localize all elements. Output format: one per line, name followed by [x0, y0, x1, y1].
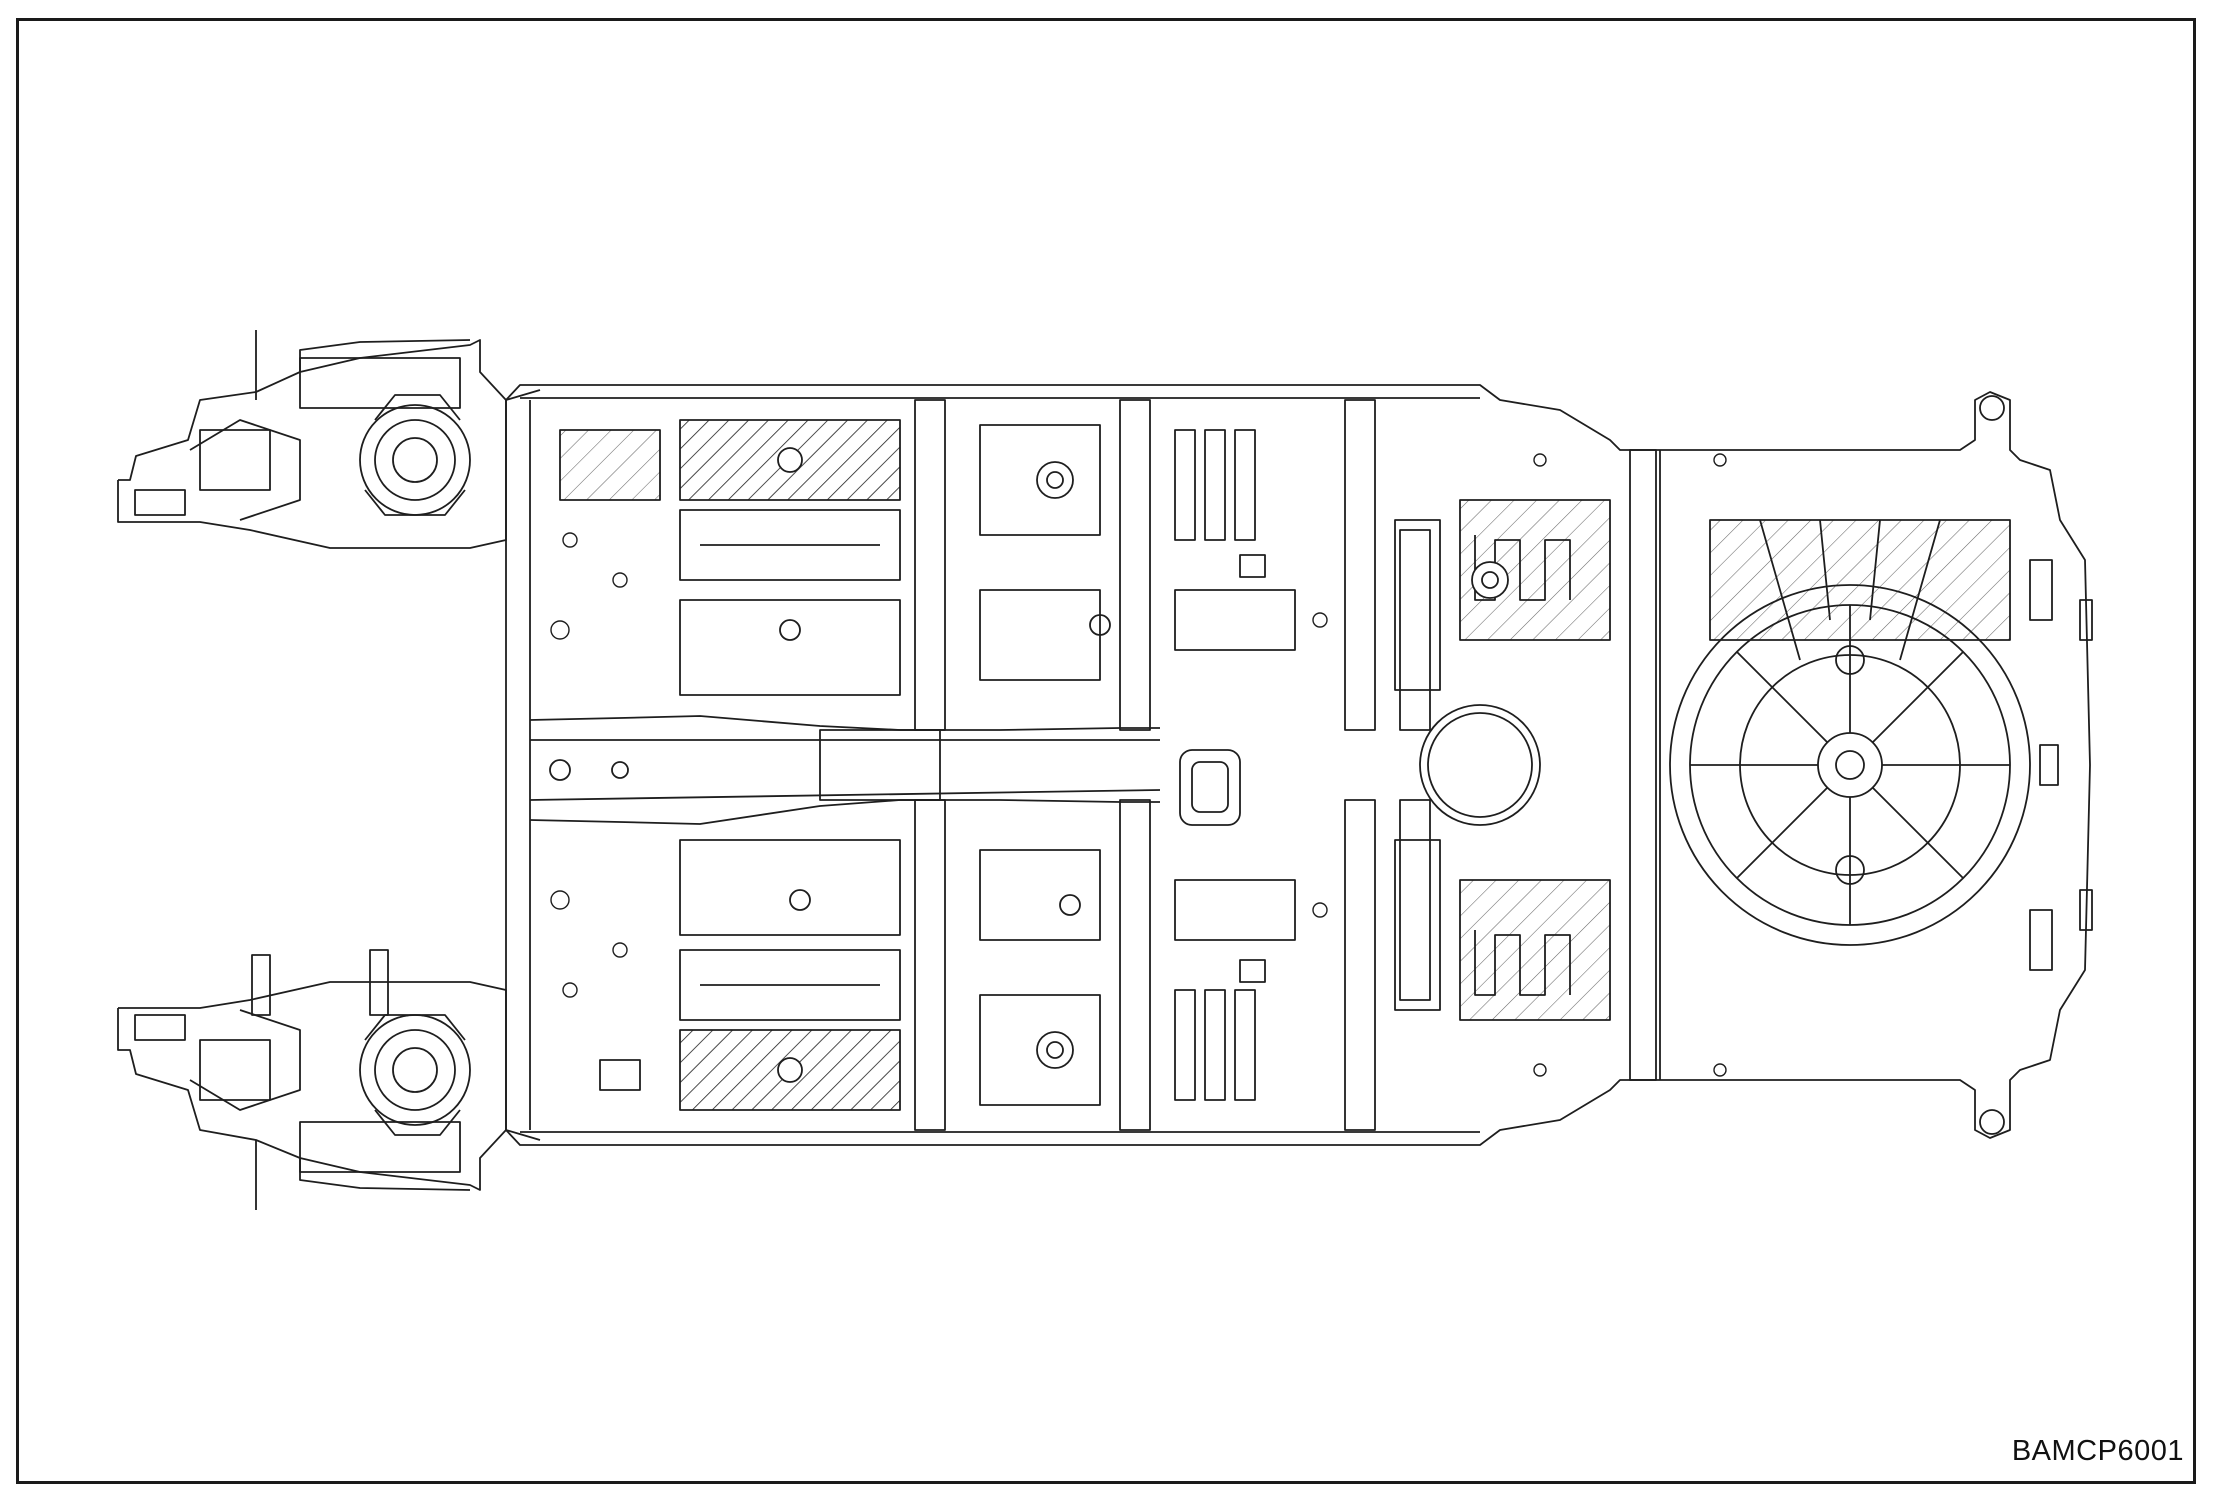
front-right-rail-assembly	[117, 949, 541, 1210]
front-left-rail-assembly	[117, 330, 541, 549]
front-floor-panel-upper	[559, 419, 1296, 696]
cross-members	[914, 399, 1661, 1131]
figure-frame	[16, 18, 2196, 1484]
front-floor-panel-lower	[599, 839, 1296, 1111]
floor-pan-outline	[505, 384, 2091, 1146]
fastener-holes	[550, 453, 1727, 1077]
spare-tire-well	[1669, 519, 2093, 971]
figure-code: BAMCP6001	[2011, 1435, 2184, 1467]
rear-floor-panel	[1399, 499, 1611, 1021]
center-tunnel	[529, 715, 1241, 826]
